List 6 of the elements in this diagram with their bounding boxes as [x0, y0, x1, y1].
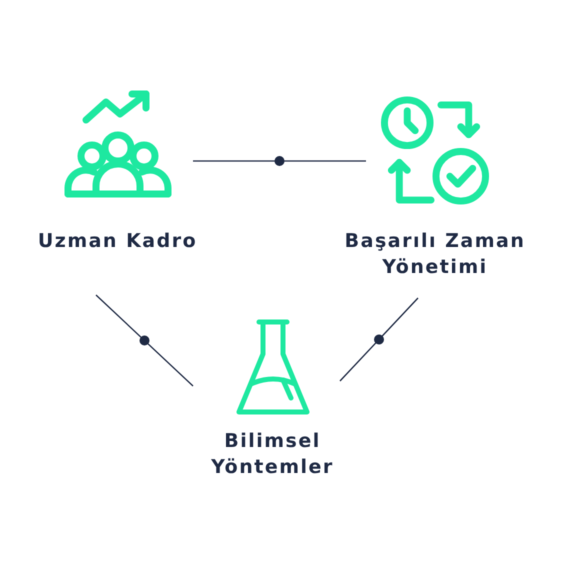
connector-line [96, 294, 194, 386]
node-label: Uzman Kadro [36, 229, 198, 254]
node-label: Başarılı Zaman Yönetimi [344, 229, 526, 280]
connector-line [193, 156, 366, 166]
node-label: Bilimsel Yöntemler [210, 429, 335, 480]
connector-line [340, 298, 418, 382]
